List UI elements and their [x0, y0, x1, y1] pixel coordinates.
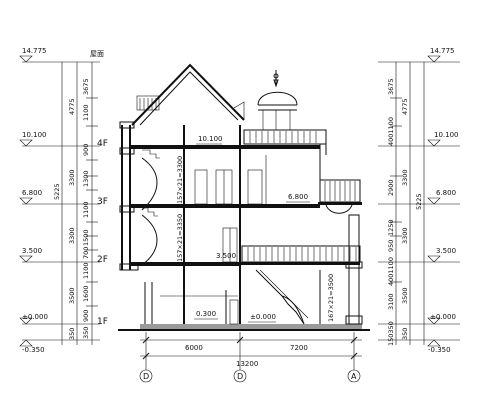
right-level-minus-0350: -0.350: [428, 346, 451, 354]
axis-label-d1: D: [143, 372, 149, 381]
left-dim-inner-10: 900: [82, 310, 90, 322]
left-dim-inner-2: 1100: [82, 104, 90, 121]
left-level-14775: 14.775: [22, 47, 47, 55]
section-level-0300: 0.300: [196, 310, 216, 318]
left-dim-inner-11: 350: [82, 327, 90, 339]
right-elevation-scale: 14.775 10.100 6.800 3.500 ±0.000 -0.350 …: [378, 47, 460, 354]
right-level-6800: 6.800: [436, 189, 456, 197]
section-level-10100: 10.100: [198, 135, 223, 143]
left-dim-inner-5: 1100: [82, 201, 90, 218]
floor-label-3f: 3F: [97, 197, 108, 207]
left-dim-inner-6: 1500: [82, 229, 90, 246]
right-dim-outer-5: 3500: [401, 287, 409, 304]
left-dim-outer-4: 3500: [68, 287, 76, 304]
stair-label-2f: 157×21=3350: [176, 214, 184, 262]
stair-label-1f: 167×21=3500: [327, 274, 335, 322]
stair-label-3f: 157×21=3300: [176, 156, 184, 204]
left-dim-outer-1: 4775: [68, 98, 76, 115]
dim-right-span: 7200: [290, 344, 308, 352]
left-dim-outer-3: 3300: [68, 227, 76, 244]
left-dim-overall-1: 5225: [53, 183, 61, 200]
left-dim-inner-7: 700: [82, 247, 90, 259]
right-dim-inner-4: 1250: [387, 219, 395, 236]
floor-label-4f: 4F: [97, 139, 108, 149]
axis-bubble-d2: [233, 369, 247, 383]
right-dim-outer-3: 5225: [415, 193, 423, 210]
building-section: [118, 63, 370, 331]
left-dim-outer-2: 3300: [68, 169, 76, 186]
section-level-3500: 3.500: [216, 252, 236, 260]
right-dim-inner-5: 950: [387, 240, 395, 252]
section-level-0000: ±0.000: [250, 313, 276, 321]
left-elevation-scale: 14.775 10.100 6.800 3.500 ±0.000 -0.350 …: [19, 47, 104, 354]
horizontal-dimensions: 6000 7200 13200: [140, 332, 362, 368]
right-dim-outer-4: 3300: [401, 227, 409, 244]
left-dim-inner-9: 1600: [82, 285, 90, 302]
main-roof: [131, 63, 245, 126]
right-dim-outer-6: 350: [401, 328, 409, 340]
left-dim-inner-8: 1100: [82, 262, 90, 279]
right-level-3500: 3.500: [436, 247, 456, 255]
right-level-14775: 14.775: [430, 47, 455, 55]
roof-note: 屋面: [90, 50, 104, 58]
right-level-0: ±0.000: [430, 313, 456, 321]
left-dim-inner-1: 3675: [82, 78, 90, 95]
right-dim-inner-8: 150350: [387, 321, 395, 346]
right-dim-inner-2: 4001100: [387, 117, 395, 146]
left-level-10100: 10.100: [22, 131, 47, 139]
dome: [257, 91, 298, 106]
slab-3f: [130, 204, 320, 208]
left-dim-inner-4: 1300: [82, 170, 90, 187]
ground-slab: [140, 324, 362, 329]
left-level-0: ±0.000: [22, 313, 48, 321]
slab-2f-right: [240, 262, 360, 265]
section-level-6800: 6.800: [288, 193, 308, 201]
right-dim-inner-1: 3675: [387, 78, 395, 95]
axis-bubble-a: [347, 369, 361, 383]
right-dim-outer-2: 3300: [401, 169, 409, 186]
right-dim-outer-1: 4775: [401, 98, 409, 115]
right-level-10100: 10.100: [434, 131, 459, 139]
axis-markers: D D A: [139, 365, 361, 383]
dim-left-span: 6000: [185, 344, 203, 352]
dim-total: 13200: [236, 360, 258, 368]
left-dim-outer-5: 350: [68, 328, 76, 340]
floor-labels: 4F 3F 2F 1F: [97, 139, 108, 327]
axis-label-a: A: [351, 372, 357, 381]
right-column: [348, 214, 360, 325]
right-dim-inner-3: 2900: [387, 179, 395, 196]
left-dim-inner-3: 900: [82, 144, 90, 156]
left-level-6800: 6.800: [22, 189, 42, 197]
stair-labels: 157×21=3300 157×21=3350 167×21=3500: [176, 156, 335, 322]
floor-label-2f: 2F: [97, 255, 108, 265]
slab-4f: [130, 145, 320, 149]
left-level-3500: 3.500: [22, 247, 42, 255]
right-dim-inner-6: 4001100: [387, 257, 395, 286]
floor-label-1f: 1F: [97, 317, 108, 327]
axis-label-d2: D: [237, 372, 243, 381]
right-dim-inner-7: 3100: [387, 293, 395, 310]
section-level-labels: 10.100 6.800 3.500 0.300 ±0.000: [194, 135, 310, 323]
left-level-minus-0350: -0.350: [22, 346, 45, 354]
axis-bubble-d1: [139, 369, 153, 383]
